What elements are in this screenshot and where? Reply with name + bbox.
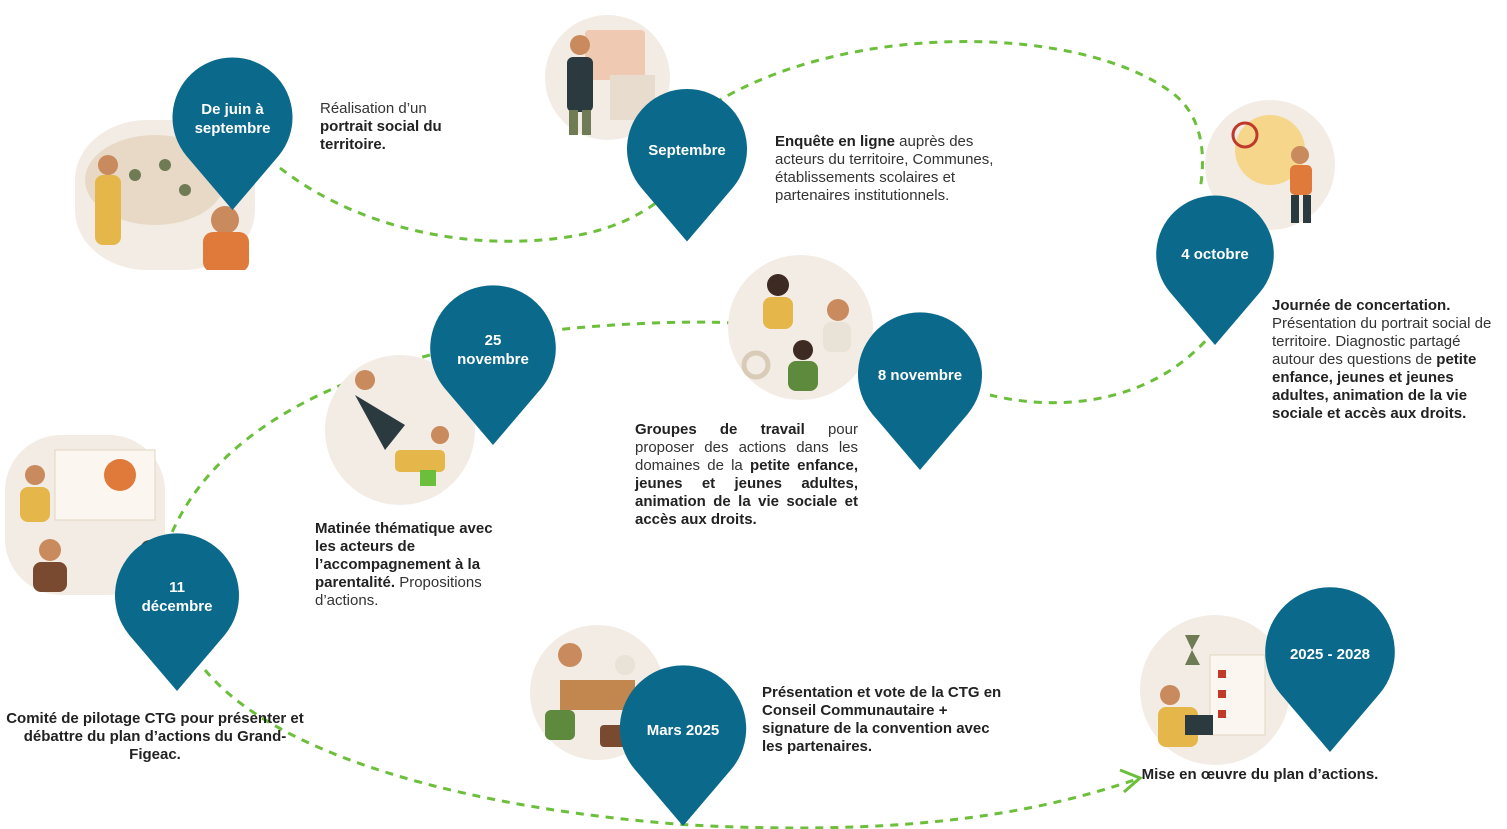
checklist-illustration (1140, 615, 1290, 765)
desc-sept: Enquête en ligne auprès des acteurs du t… (775, 133, 1000, 205)
pin-dec: 11 décembre (112, 533, 242, 691)
desc-nov8: Groupes de travail pour proposer des act… (635, 421, 858, 529)
pin-sept: Septembre (627, 88, 747, 245)
pin-plan: 2025 - 2028 (1265, 587, 1395, 752)
desc-run: Journée de concertation. (1272, 297, 1451, 314)
pin-oct: 4 octobre (1150, 195, 1280, 345)
pin-juin: De juin à septembre (170, 57, 295, 210)
path-segment-nov8-nov25 (554, 320, 736, 332)
desc-run: Groupes de travail (635, 421, 805, 438)
teamwork-illustration (728, 255, 873, 400)
path-segment-juin-sept (279, 166, 661, 243)
pin-nov25: 25 novembre (428, 285, 558, 445)
pin-mars: Mars 2025 (618, 665, 748, 826)
desc-plan: Mise en œuvre du plan d’actions. (1140, 766, 1380, 784)
pin-label-oct: 4 octobre (1181, 246, 1249, 264)
desc-nov25: Matinée thématique avec les acteurs de l… (315, 520, 505, 610)
desc-run: Propositions d’actions. (315, 574, 482, 609)
pin-label-nov25: 25 novembre (457, 331, 529, 368)
survey-illustration (545, 15, 670, 140)
desc-mars: Présentation et vote de la CTG en Consei… (762, 684, 1012, 756)
path-segment-dec-plan (203, 669, 1141, 829)
pin-label-juin: De juin à septembre (194, 100, 271, 137)
desc-oct: Journée de concertation. Présentation du… (1272, 297, 1502, 423)
pin-label-mars: Mars 2025 (646, 721, 720, 739)
pin-label-dec: 11 décembre (141, 578, 213, 615)
desc-run: Présentation du portrait social de terri… (1272, 315, 1492, 368)
pin-nov8: 8 novembre (855, 312, 985, 470)
desc-run: Matinée thématique avec les acteurs de l… (315, 520, 493, 591)
desc-dec: Comité de pilotage CTG pour présenter et… (5, 710, 305, 764)
desc-run: Présentation et vote de la CTG en Consei… (762, 684, 1002, 755)
arrowhead-icon (1119, 768, 1143, 794)
path-segment-oct-nov8 (989, 329, 1217, 405)
pin-label-sept: Septembre (648, 142, 726, 160)
desc-run: Enquête en ligne (775, 133, 896, 150)
desc-run: petite enfance, jeunes et jeunes adultes… (635, 457, 858, 528)
pin-label-plan: 2025 - 2028 (1289, 645, 1371, 663)
desc-run: Mise en œuvre du plan d’actions. (1141, 766, 1379, 783)
pin-label-nov8: 8 novembre (877, 367, 963, 385)
desc-run: pour proposer des actions dans les domai… (635, 421, 858, 474)
desc-run: Comité de pilotage CTG pour présenter et… (6, 710, 304, 763)
desc-run: portrait social du territoire. (320, 118, 442, 153)
desc-run: petite enfance, jeunes et jeunes adultes… (1272, 351, 1477, 422)
desc-run: auprès des acteurs du territoire, Commun… (775, 133, 994, 204)
desc-juin: Réalisation d’un portrait social du terr… (320, 100, 470, 154)
desc-run: Réalisation d’un (320, 100, 427, 117)
